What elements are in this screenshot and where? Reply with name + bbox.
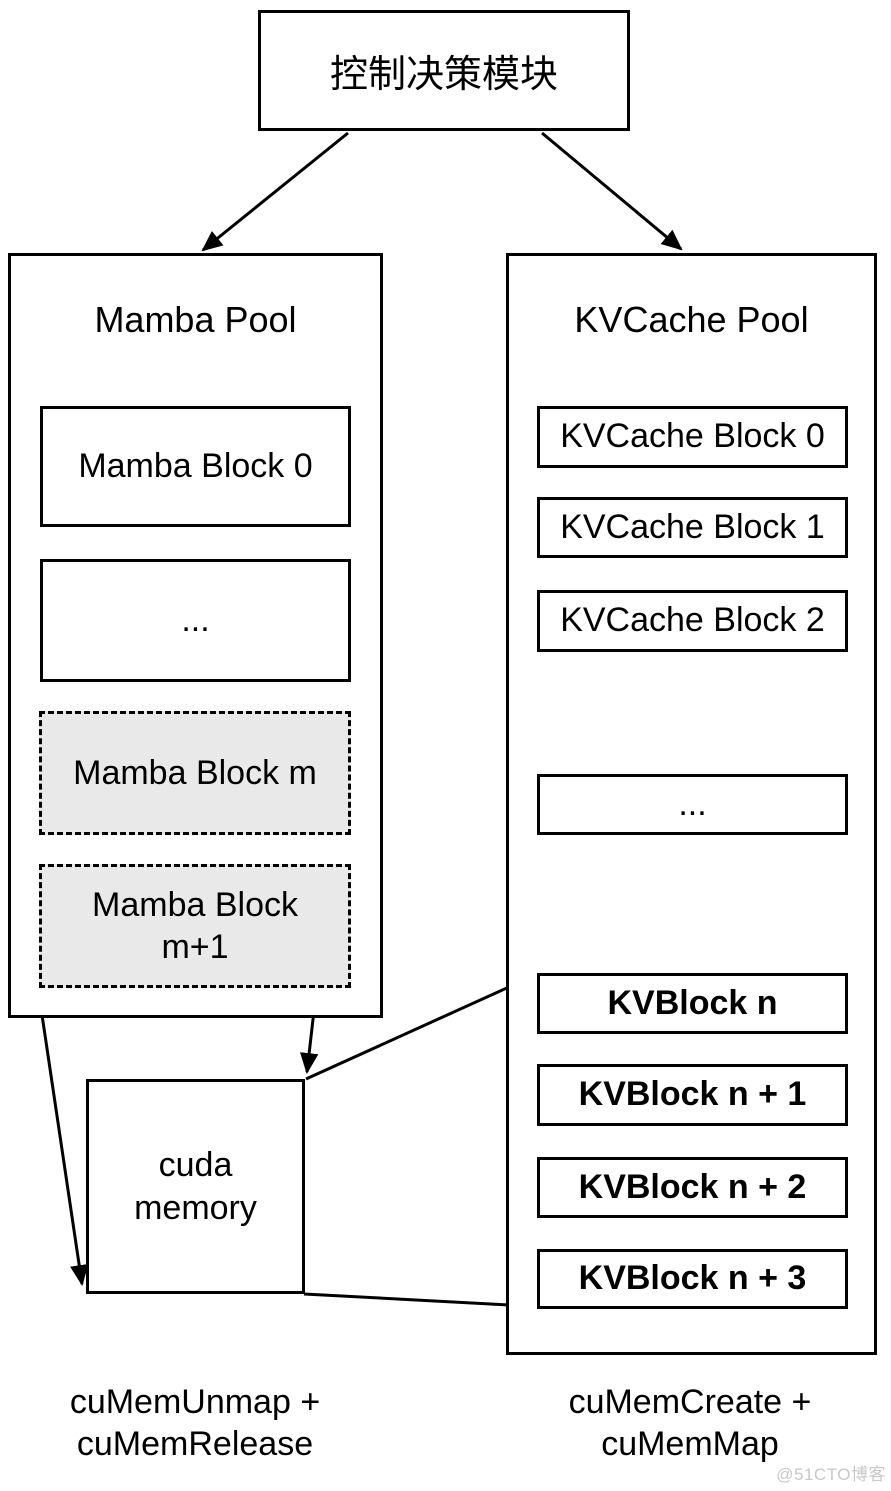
kvblock-n3-label: KVBlock n + 3: [578, 1259, 807, 1298]
mamba-block-m1: Mamba Block m+1: [39, 864, 351, 988]
arrow-control-to-mamba-pool: [201, 131, 349, 252]
mamba-block-m1-label: Mamba Block m+1: [92, 885, 298, 967]
kvblock-n1-label: KVBlock n + 1: [578, 1075, 807, 1114]
kvcache-pool-ellipsis-label: ...: [678, 784, 707, 823]
kvcache-pool-api-caption: cuMemCreate + cuMemMap: [568, 1383, 812, 1464]
mamba-block-0: Mamba Block 0: [40, 406, 351, 527]
mamba-block-m: Mamba Block m: [39, 711, 351, 835]
control-decision-module-label: 控制决策模块: [329, 54, 558, 96]
kvcache-pool-title: KVCache Pool: [574, 299, 809, 340]
arrow-mamba-block-m1-to-cuda-memory: [36, 987, 89, 1287]
mamba-block-0-label: Mamba Block 0: [78, 447, 313, 486]
mamba-pool-title: Mamba Pool: [94, 299, 297, 340]
arrow-cuda-memory-to-kvblock-n3: [303, 1292, 531, 1315]
kvcache-block-2: KVCache Block 2: [537, 590, 848, 652]
mamba-pool-ellipsis-label: ...: [181, 601, 210, 640]
kvcache-block-1: KVCache Block 1: [537, 497, 848, 558]
cuda-memory-box: cuda memory: [86, 1079, 305, 1294]
kvblock-n-label: KVBlock n: [607, 983, 778, 1022]
mamba-pool-ellipsis-block: ...: [40, 559, 351, 682]
arrow-control-to-kvcache-pool: [541, 131, 683, 251]
kvcache-pool-ellipsis-block: ...: [537, 774, 848, 835]
kvblock-n1: KVBlock n + 1: [537, 1064, 848, 1126]
kvblock-n3: KVBlock n + 3: [537, 1249, 848, 1309]
cuda-memory-label: cuda memory: [134, 1146, 257, 1227]
kvcache-block-2-label: KVCache Block 2: [560, 601, 825, 640]
control-decision-module-box: 控制决策模块: [258, 10, 630, 131]
kvblock-n2: KVBlock n + 2: [537, 1157, 848, 1218]
kvblock-n: KVBlock n: [537, 973, 848, 1034]
kvcache-block-1-label: KVCache Block 1: [560, 507, 825, 546]
kvcache-block-0: KVCache Block 0: [537, 406, 848, 468]
mamba-block-m-label: Mamba Block m: [73, 753, 317, 792]
kvblock-n2-label: KVBlock n + 2: [578, 1167, 807, 1206]
kvcache-block-0-label: KVCache Block 0: [560, 417, 825, 456]
watermark: @51CTO博客: [776, 1465, 886, 1484]
mamba-pool-api-caption: cuMemUnmap + cuMemRelease: [69, 1383, 321, 1464]
